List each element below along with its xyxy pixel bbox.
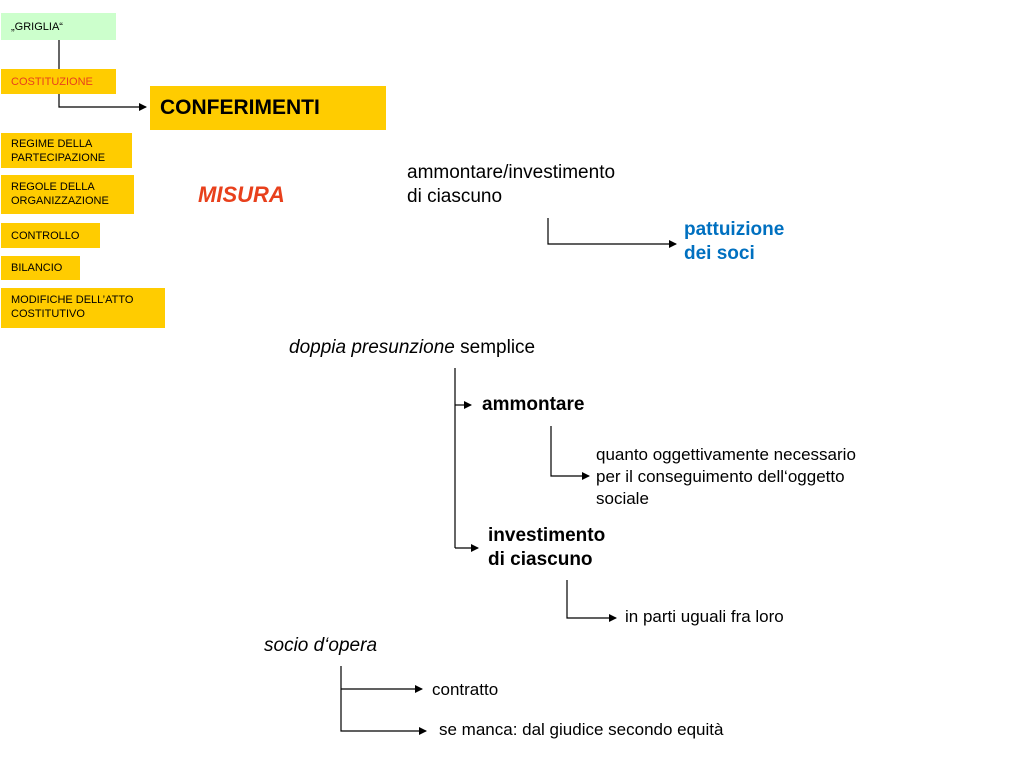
quanto-line3: sociale	[596, 489, 649, 508]
quanto-text: quanto oggettivamente necessario per il …	[596, 444, 856, 510]
controllo-label: CONTROLLO	[11, 229, 80, 242]
se-manca-text: se manca: dal giudice secondo equità	[439, 720, 724, 739]
regole-box[interactable]: REGOLE DELLA ORGANIZZAZIONE	[1, 175, 134, 214]
regole-label-line1: REGOLE DELLA	[11, 181, 95, 193]
griglia-label: „GRIGLIA“	[11, 20, 63, 33]
ammontare-investimento-line2: di ciascuno	[407, 186, 503, 207]
regime-box[interactable]: REGIME DELLA PARTECIPAZIONE	[1, 133, 132, 168]
pattuizione-text: pattuizione dei soci	[684, 218, 784, 266]
griglia-box[interactable]: „GRIGLIA“	[1, 13, 116, 40]
bilancio-box[interactable]: BILANCIO	[1, 256, 80, 280]
modifiche-label-line1: MODIFICHE DELL’ATTO	[11, 294, 134, 306]
ammontare-label: ammontare	[482, 394, 585, 415]
doppia-presunzione-italic: doppia presunzione	[289, 337, 455, 358]
socio-opera-text: socio d‘opera	[264, 635, 378, 656]
conferimenti-title: CONFERIMENTI	[150, 86, 386, 130]
modifiche-label-line2: COSTITUTIVO	[11, 308, 85, 320]
doppia-presunzione-text: doppia presunzione semplice	[289, 337, 535, 359]
pattuizione-line1: pattuizione	[684, 219, 785, 240]
conferimenti-label: CONFERIMENTI	[160, 96, 320, 119]
regime-label-line1: REGIME DELLA	[11, 138, 93, 150]
investimento-text: investimento di ciascuno	[488, 524, 605, 572]
costituzione-label: COSTITUZIONE	[11, 75, 93, 88]
regole-label-line2: ORGANIZZAZIONE	[11, 195, 109, 207]
contratto-text: contratto	[432, 680, 499, 699]
ammontare-investimento-line1: ammontare/investimento	[407, 162, 616, 183]
costituzione-box[interactable]: COSTITUZIONE	[1, 69, 116, 94]
investimento-line2: di ciascuno	[488, 549, 593, 570]
controllo-box[interactable]: CONTROLLO	[1, 223, 100, 248]
modifiche-box[interactable]: MODIFICHE DELL’ATTO COSTITUTIVO	[1, 288, 165, 328]
doppia-presunzione-normal: semplice	[454, 337, 536, 358]
ammontare-investimento-text: ammontare/investimento di ciascuno	[407, 161, 615, 209]
regime-label-line2: PARTECIPAZIONE	[11, 152, 106, 164]
investimento-line1: investimento	[488, 525, 606, 546]
quanto-line1: quanto oggettivamente necessario	[596, 445, 856, 464]
pattuizione-line2: dei soci	[684, 243, 755, 264]
quanto-line2: per il conseguimento dell‘oggetto	[596, 467, 845, 486]
parti-uguali-text: in parti uguali fra loro	[625, 607, 784, 626]
misura-label: MISURA	[198, 182, 285, 207]
bilancio-label: BILANCIO	[11, 262, 63, 274]
